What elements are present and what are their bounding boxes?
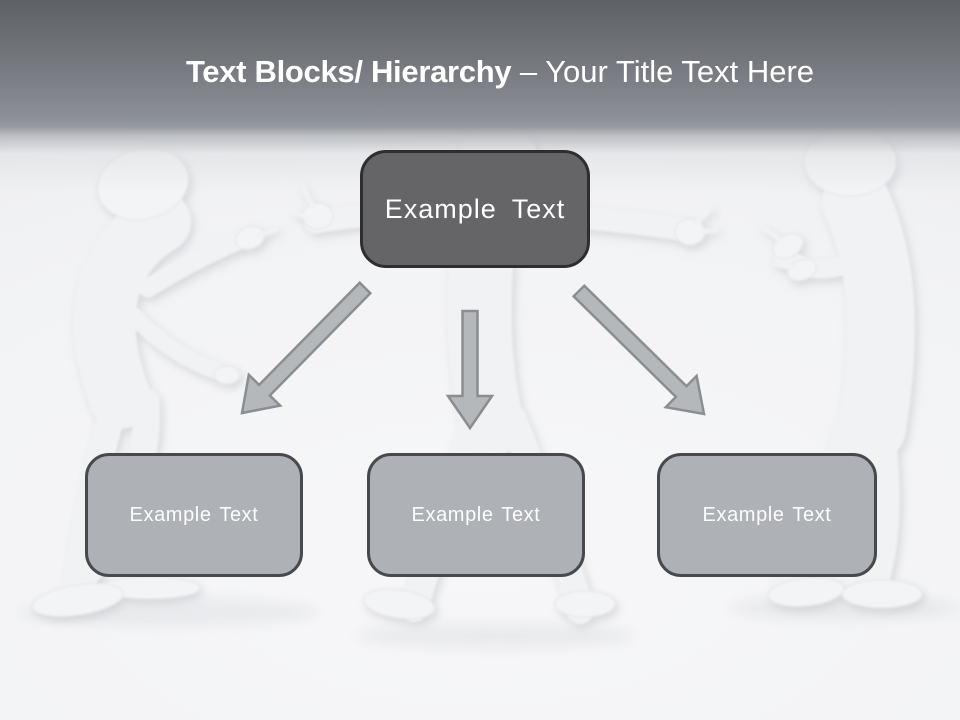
left-person-pointing-finger bbox=[255, 226, 280, 239]
child-text-block-3[interactable]: Example Text bbox=[657, 453, 877, 577]
center-person-right-thumb bbox=[693, 205, 714, 227]
right-person-lower-hand bbox=[786, 258, 818, 282]
right-person-front-foot bbox=[767, 577, 845, 607]
right-person-back-foot bbox=[841, 579, 923, 609]
center-person-right-foot bbox=[554, 590, 616, 618]
child-text-block-3-label: Example Text bbox=[702, 503, 832, 526]
root-text-block[interactable]: Example Text bbox=[360, 150, 590, 268]
root-text-block-label: Example Text bbox=[384, 193, 566, 224]
center-person-floor-shadow bbox=[355, 623, 635, 649]
arrow-to-child-1[interactable] bbox=[240, 280, 373, 415]
left-person-lower-arm bbox=[125, 307, 229, 381]
center-person-left-finger bbox=[290, 209, 311, 221]
arrow-to-child-2[interactable] bbox=[445, 309, 495, 431]
left-person-pointing-arm bbox=[138, 230, 250, 298]
child-text-block-1[interactable]: Example Text bbox=[85, 453, 303, 577]
arrow-to-child-3[interactable] bbox=[571, 283, 706, 416]
title-placeholder-text: – Your Title Text Here bbox=[511, 54, 815, 89]
right-person-upper-fingers bbox=[760, 224, 783, 243]
title-topic-text: Text Blocks/ Hierarchy bbox=[185, 54, 512, 89]
child-text-block-2-label: Example Text bbox=[411, 503, 541, 526]
connector-arrows bbox=[240, 280, 706, 431]
center-person-left-foot bbox=[362, 588, 436, 620]
child-text-block-1-label: Example Text bbox=[129, 503, 259, 526]
child-text-block-2[interactable]: Example Text bbox=[367, 453, 585, 577]
center-person-right-finger bbox=[697, 227, 719, 235]
right-person-torso bbox=[822, 168, 915, 462]
left-person-lower-hand bbox=[213, 365, 241, 385]
right-person-lower-fingers bbox=[772, 261, 797, 271]
left-person-torso bbox=[73, 191, 191, 429]
slide-title[interactable]: Text Blocks/ Hierarchy – Your Title Text… bbox=[40, 52, 960, 92]
left-person-front-foot bbox=[32, 583, 124, 617]
